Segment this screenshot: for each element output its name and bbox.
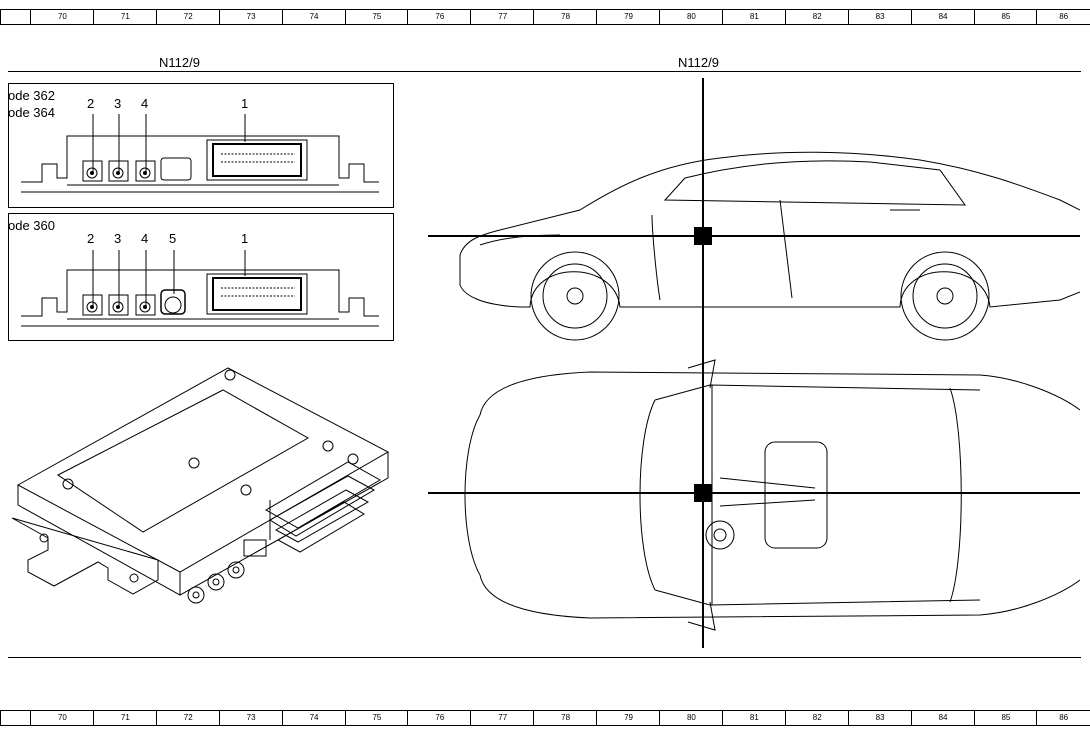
vehicle-location-drawing bbox=[428, 78, 1080, 648]
bottom-rule bbox=[8, 657, 1081, 658]
ruler-cell-76: 76 bbox=[407, 10, 471, 24]
ruler-cell-79: 79 bbox=[596, 10, 660, 24]
left-component-title: N112/9 bbox=[159, 55, 200, 70]
ruler-cell-85: 85 bbox=[973, 711, 1038, 725]
pin-label-1: 1 bbox=[241, 231, 249, 246]
ruler-cell-73: 73 bbox=[218, 711, 283, 725]
location-marker-top-view bbox=[694, 484, 712, 502]
ruler-cell-82: 82 bbox=[784, 10, 849, 24]
ruler-cell-83: 83 bbox=[847, 711, 912, 725]
pin-label-5: 5 bbox=[169, 231, 177, 246]
pin-label-3: 3 bbox=[114, 96, 122, 111]
ruler-cell-70: 70 bbox=[30, 711, 94, 725]
pin-label-4: 4 bbox=[141, 96, 149, 111]
ruler-cell-85: 85 bbox=[973, 10, 1038, 24]
ruler-cell-74: 74 bbox=[281, 711, 346, 725]
ruler-cell-80: 80 bbox=[659, 711, 723, 725]
connector-view-panel-code-360: ode 360 2 3 4 5 1 bbox=[8, 213, 394, 341]
ruler-cell-75: 75 bbox=[344, 711, 409, 725]
ruler-cell-82: 82 bbox=[784, 711, 849, 725]
ruler-cell-71: 71 bbox=[92, 10, 157, 24]
ruler-cell-blank bbox=[0, 711, 31, 725]
option-code-362: ode 362 bbox=[8, 88, 55, 103]
ruler-cell-blank bbox=[0, 10, 31, 24]
ruler-cell-81: 81 bbox=[721, 711, 786, 725]
ruler-cell-71: 71 bbox=[92, 711, 157, 725]
option-code-364: ode 364 bbox=[8, 105, 55, 120]
ruler-cell-84: 84 bbox=[910, 711, 975, 725]
ruler-cell-75: 75 bbox=[344, 10, 409, 24]
pin-label-1: 1 bbox=[241, 96, 249, 111]
ruler-cell-81: 81 bbox=[721, 10, 786, 24]
ruler-cell-73: 73 bbox=[218, 10, 283, 24]
title-rule bbox=[8, 71, 1081, 72]
pin-label-2: 2 bbox=[87, 231, 95, 246]
location-marker-side-view bbox=[694, 227, 712, 245]
option-code-360: ode 360 bbox=[8, 218, 55, 233]
ruler-cell-86: 86 bbox=[1036, 711, 1090, 725]
control-unit-isometric-drawing bbox=[11, 367, 390, 604]
connector-view-panel-code-362-364: ode 362 ode 364 2 3 4 1 bbox=[8, 83, 394, 208]
pin-label-2: 2 bbox=[87, 96, 95, 111]
ruler-cell-77: 77 bbox=[470, 711, 534, 725]
right-component-title: N112/9 bbox=[678, 55, 719, 70]
ruler-cell-70: 70 bbox=[30, 10, 94, 24]
ruler-cell-83: 83 bbox=[847, 10, 912, 24]
ruler-cell-72: 72 bbox=[155, 711, 220, 725]
ruler-cell-72: 72 bbox=[155, 10, 220, 24]
ruler-cell-80: 80 bbox=[659, 10, 723, 24]
ruler-cell-78: 78 bbox=[533, 10, 597, 24]
pin-label-3: 3 bbox=[114, 231, 122, 246]
pin-label-4: 4 bbox=[141, 231, 149, 246]
ruler-cell-78: 78 bbox=[533, 711, 597, 725]
ruler-cell-76: 76 bbox=[407, 711, 471, 725]
ruler-cell-77: 77 bbox=[470, 10, 534, 24]
ruler-cell-86: 86 bbox=[1036, 10, 1090, 24]
control-unit-side-view-b bbox=[21, 250, 379, 327]
control-unit-side-view-a bbox=[21, 114, 379, 193]
ruler-cell-84: 84 bbox=[910, 10, 975, 24]
ruler-cell-74: 74 bbox=[281, 10, 346, 24]
ruler-cell-79: 79 bbox=[596, 711, 660, 725]
